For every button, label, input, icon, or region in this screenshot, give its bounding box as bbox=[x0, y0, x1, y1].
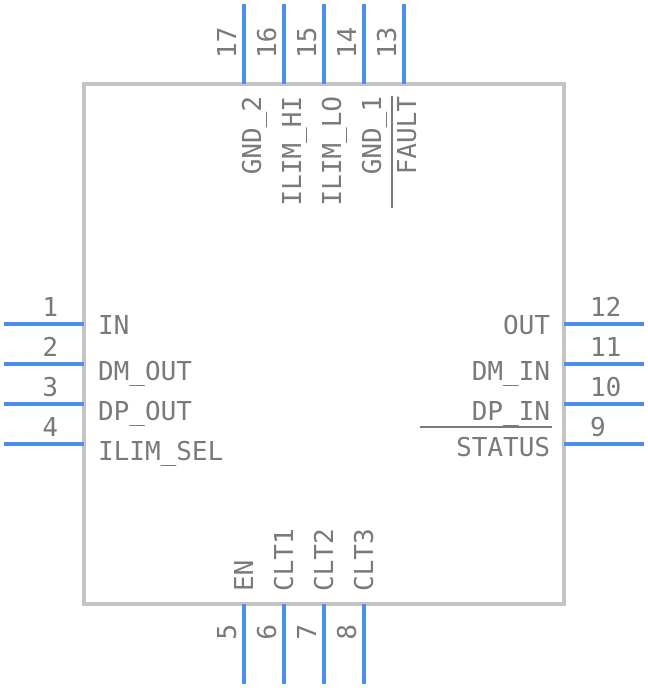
pin-label-en: EN bbox=[230, 560, 260, 591]
pin-label-gnd-1: GND_1 bbox=[358, 96, 388, 174]
pin-label-out: OUT bbox=[503, 311, 550, 341]
pin-label-ilim-hi: ILIM_HI bbox=[278, 96, 308, 206]
pin-label-clt1: CLT1 bbox=[270, 528, 300, 591]
pin-label-dm-in: DM_IN bbox=[472, 357, 550, 387]
pin-label-clt2: CLT2 bbox=[310, 528, 340, 591]
pin-label-fault: FAULT bbox=[393, 96, 423, 175]
pin-label-dm-out: DM_OUT bbox=[98, 357, 192, 387]
bottom-pins: 5 6 7 8 EN CLT1 CLT2 CLT3 bbox=[213, 528, 380, 684]
pin-label-ilim-lo: ILIM_LO bbox=[318, 96, 348, 206]
pin-number-2: 2 bbox=[42, 333, 58, 363]
pin-number-12: 12 bbox=[590, 293, 621, 323]
pin-number-1: 1 bbox=[42, 293, 58, 323]
pin-label-dp-in: DP_IN bbox=[472, 397, 550, 427]
pin-number-7: 7 bbox=[293, 624, 323, 640]
pin-label-status: STATUS bbox=[456, 433, 550, 463]
pin-number-3: 3 bbox=[42, 373, 58, 403]
pin-label-clt3: CLT3 bbox=[350, 528, 380, 591]
pin-number-17: 17 bbox=[213, 27, 243, 58]
pin-number-16: 16 bbox=[253, 27, 283, 58]
pin-number-13: 13 bbox=[373, 27, 403, 58]
pin-number-5: 5 bbox=[213, 624, 243, 640]
ic-body bbox=[82, 82, 566, 606]
pin-number-6: 6 bbox=[253, 624, 283, 640]
pin-number-14: 14 bbox=[333, 27, 363, 58]
pin-number-9: 9 bbox=[590, 413, 606, 443]
pin-label-ilim-sel: ILIM_SEL bbox=[98, 437, 223, 467]
pin-label-in: IN bbox=[98, 311, 129, 341]
pin-number-11: 11 bbox=[590, 333, 621, 363]
pin-number-10: 10 bbox=[590, 373, 621, 403]
right-pins: 12 11 10 9 OUT DM_IN DP_IN STATUS bbox=[420, 293, 644, 463]
pin-number-4: 4 bbox=[42, 413, 58, 443]
top-pins: 17 16 15 14 13 GND_2 ILIM_HI ILIM_LO GND… bbox=[213, 4, 423, 208]
pin-number-15: 15 bbox=[293, 27, 323, 58]
pin-number-8: 8 bbox=[333, 624, 363, 640]
pin-label-dp-out: DP_OUT bbox=[98, 397, 192, 427]
left-pins: 1 2 3 4 IN DM_OUT DP_OUT ILIM_SEL bbox=[4, 293, 223, 467]
pin-label-gnd-2: GND_2 bbox=[238, 96, 268, 174]
